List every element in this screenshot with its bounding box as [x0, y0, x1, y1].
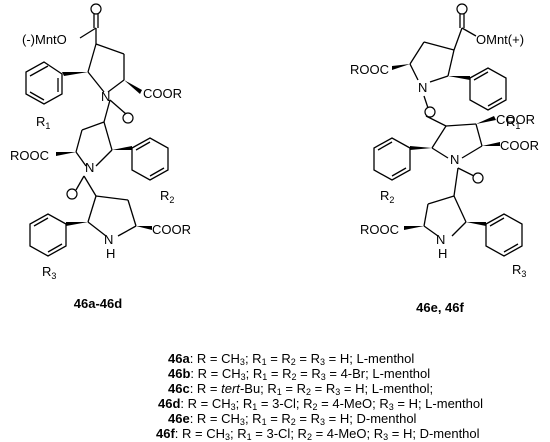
left-coor-label: COOR — [143, 86, 182, 101]
right-ring3-nh: N — [436, 232, 445, 247]
right-rooc-label-2: ROOC — [360, 222, 399, 237]
left-ring1-n: N — [101, 89, 110, 104]
left-coor-label-2: COOR — [152, 222, 191, 237]
right-r1-coor-label: COOR — [496, 112, 535, 127]
left-top-ester-label: (-)MntO — [22, 32, 67, 47]
left-ring3-h: H — [106, 246, 115, 261]
right-ring3-h: H — [438, 246, 447, 261]
left-ring2-n: N — [85, 160, 94, 175]
left-r2-label: R2 — [160, 188, 174, 205]
right-ring2-n: N — [450, 152, 459, 167]
left-caption: 46a-46d — [74, 296, 122, 311]
left-ring3-nh: N — [104, 232, 113, 247]
left-r1-label: R1 — [36, 114, 50, 131]
right-coor-label: COOR — [500, 138, 539, 153]
structure-left: (-)MntO N COOR R1 N ROOC — [10, 3, 191, 311]
legend-line-46c: 46c: R = tert-Bu; R1 = R2 = R3 = H; L-me… — [168, 381, 434, 397]
right-r2-label: R2 — [380, 188, 394, 205]
right-r1-label: R1 — [506, 114, 520, 131]
legend-line-46f: 46f: R = CH3; R1 = 3-Cl; R2 = 4-MeO; R3 … — [156, 426, 480, 442]
legend-line-46b: 46b: R = CH3; R1 = R2 = R3 = 4-Br; L-men… — [168, 366, 431, 382]
left-r3-label: R3 — [42, 264, 56, 281]
right-ring1-n: N — [418, 80, 427, 95]
structure-right: OMnt(+) N ROOC R1 N COOR COOR — [350, 3, 539, 315]
right-r3-label: R3 — [512, 262, 526, 279]
right-top-ester-label: OMnt(+) — [476, 32, 524, 47]
right-caption: 46e, 46f — [416, 300, 464, 315]
legend-line-46e: 46e: R = CH3; R1 = R2 = R3 = H; D-mentho… — [168, 411, 417, 427]
legend-line-46a: 46a: R = CH3; R1 = R2 = R3 = H; L-mentho… — [168, 351, 415, 367]
left-rooc-label: ROOC — [10, 148, 49, 163]
legend-line-46d: 46d: R = CH3; R1 = 3-Cl; R2 = 4-MeO; R3 … — [158, 396, 483, 412]
right-rooc-label-1: ROOC — [350, 62, 389, 77]
